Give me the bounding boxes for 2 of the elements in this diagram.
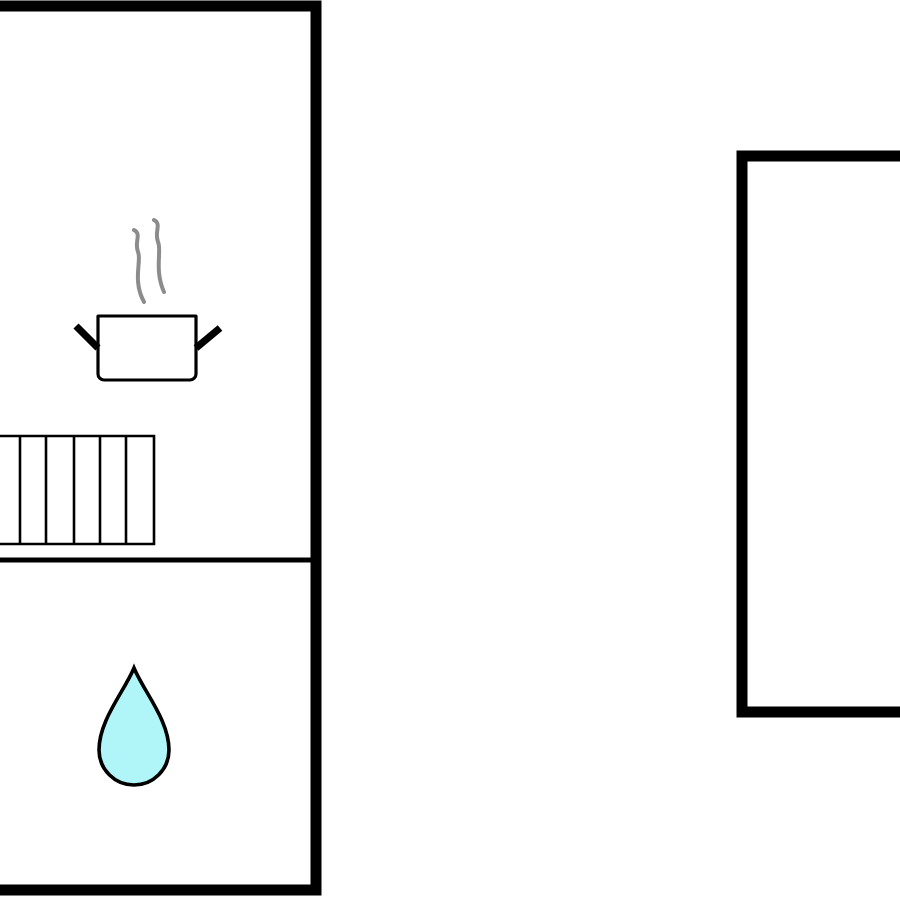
box	[0, 0, 322, 896]
box	[736, 150, 900, 718]
